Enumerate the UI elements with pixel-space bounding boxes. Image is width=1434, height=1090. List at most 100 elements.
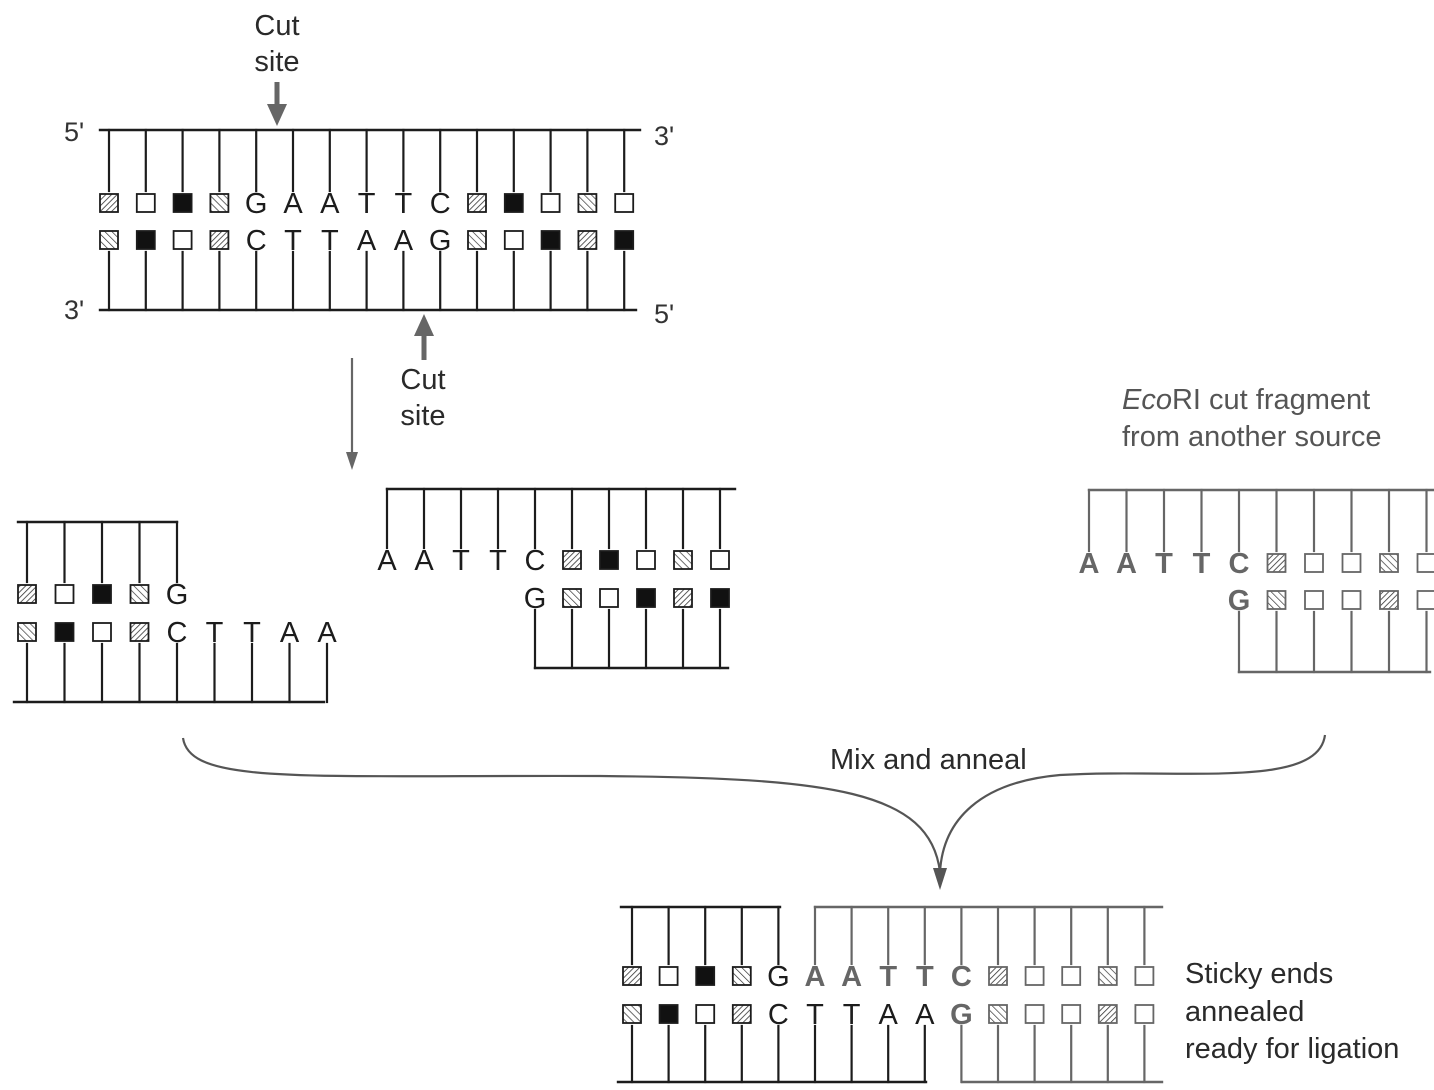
annealed-top-base-3 <box>733 967 751 985</box>
annealed-bottom-base-14 <box>1135 1005 1153 1023</box>
right-fragment-top-base-6 <box>600 551 618 569</box>
left-fragment-top-base-4: G <box>166 579 189 611</box>
left-fragment-bottom-base-1 <box>56 623 74 641</box>
annealed-bottom-base-8: A <box>915 999 935 1031</box>
annealed-bottom-base-12 <box>1062 1005 1080 1023</box>
annealed-bottom-base-9: G <box>950 999 973 1031</box>
original-bottom-base-1 <box>137 231 155 249</box>
source-label: EcoRI cut fragment from another source <box>1122 382 1382 456</box>
right-fragment-bottom-base-1 <box>563 589 581 607</box>
cut-site-label-top-text: Cut site <box>254 10 299 78</box>
annealed-bottom-base-13 <box>1099 1005 1117 1023</box>
right-fragment-top-base-7 <box>637 551 655 569</box>
annealed-top-base-0 <box>623 967 641 985</box>
process-arrowhead <box>346 452 358 470</box>
original-bottom-base-14 <box>615 231 633 249</box>
other-source-top-base-7 <box>1343 554 1361 572</box>
original-bottom-base-3 <box>210 231 228 249</box>
annealed-top-base-7: T <box>879 961 897 993</box>
original-bottom-base-7: A <box>357 225 377 257</box>
annealed-bottom-base-2 <box>696 1005 714 1023</box>
annealed-top-base-4: G <box>767 961 790 993</box>
original-top-base-2 <box>174 194 192 212</box>
annealed-top-base-1 <box>660 967 678 985</box>
left-fragment-top-base-2 <box>93 585 111 603</box>
right-fragment-bottom-base-2 <box>600 589 618 607</box>
original-top-base-13 <box>578 194 596 212</box>
original-bottom-base-11 <box>505 231 523 249</box>
mix-brace-left <box>183 738 940 872</box>
left-fragment-top-base-3 <box>131 585 149 603</box>
right-fragment-top-base-5 <box>563 551 581 569</box>
original-bottom-base-9: G <box>429 225 452 257</box>
original-bottom-base-12 <box>542 231 560 249</box>
original-top-base-11 <box>505 194 523 212</box>
five-prime-bottom-right-text: 5' <box>654 299 674 329</box>
original-top-base-12 <box>542 194 560 212</box>
other-source-top-base-9 <box>1418 554 1434 572</box>
annealed-top-base-9: C <box>951 961 972 993</box>
other-source-top-base-3: T <box>1193 548 1211 580</box>
original-top-base-9: C <box>430 188 451 220</box>
five-prime-top-left-text: 5' <box>64 117 84 147</box>
original-top-base-4: G <box>245 188 268 220</box>
original-top-base-14 <box>615 194 633 212</box>
original-bottom-base-10 <box>468 231 486 249</box>
result-label: Sticky ends annealed ready for ligation <box>1185 956 1399 1069</box>
right-fragment-bottom-base-5 <box>711 589 729 607</box>
mix-and-anneal-label: Mix and anneal <box>830 742 1027 778</box>
right-fragment-bottom-base-3 <box>637 589 655 607</box>
original-top-base-3 <box>210 194 228 212</box>
right-fragment-top-base-9 <box>711 551 729 569</box>
other-source-bottom-base-3 <box>1343 591 1361 609</box>
three-prime-top-right: 3' <box>654 120 674 154</box>
annealed-bottom-base-0 <box>623 1005 641 1023</box>
cut-site-arrowhead-bottom <box>414 314 434 336</box>
original-bottom-base-2 <box>174 231 192 249</box>
right-fragment-top-base-0: A <box>377 545 397 577</box>
other-source-bottom-base-2 <box>1305 591 1323 609</box>
annealed-bottom-base-1 <box>660 1005 678 1023</box>
annealed-bottom-base-5: T <box>806 999 824 1031</box>
annealed-bottom-base-10 <box>989 1005 1007 1023</box>
other-source-top-base-4: C <box>1229 548 1250 580</box>
result-label-text: Sticky ends annealed ready for ligation <box>1185 958 1399 1065</box>
three-prime-bottom-left: 3' <box>64 294 84 328</box>
original-top-base-0 <box>100 194 118 212</box>
five-prime-bottom-right: 5' <box>654 298 674 332</box>
other-source-bottom-base-1 <box>1268 591 1286 609</box>
right-fragment-top-base-1: A <box>414 545 434 577</box>
annealed-top-base-6: A <box>841 961 862 993</box>
annealed-top-base-8: T <box>916 961 934 993</box>
annealed-top-base-5: A <box>805 961 826 993</box>
annealed-top-base-10 <box>989 967 1007 985</box>
other-source-top-base-6 <box>1305 554 1323 572</box>
mix-and-anneal-text: Mix and anneal <box>830 744 1027 776</box>
cut-site-arrowhead-top <box>267 104 287 126</box>
original-top-base-8: T <box>395 188 413 220</box>
right-fragment-top-base-2: T <box>452 545 470 577</box>
other-source-top-base-2: T <box>1155 548 1173 580</box>
cut-site-label-bottom-text: Cut site <box>400 364 445 432</box>
right-fragment-bottom-base-0: G <box>524 583 547 615</box>
cut-site-label-bottom: Cut site <box>383 362 463 435</box>
other-source-top-base-0: A <box>1079 548 1100 580</box>
left-fragment-bottom-base-6: T <box>243 617 261 649</box>
left-fragment-bottom-base-3 <box>131 623 149 641</box>
three-prime-bottom-left-text: 3' <box>64 295 84 325</box>
left-fragment-bottom-base-4: C <box>167 617 188 649</box>
annealed-top-base-13 <box>1099 967 1117 985</box>
cut-site-label-top: Cut site <box>237 8 317 81</box>
annealed-bottom-base-7: A <box>879 999 899 1031</box>
left-fragment-bottom-base-8: A <box>317 617 337 649</box>
left-fragment-bottom-base-0 <box>18 623 36 641</box>
other-source-bottom-base-0: G <box>1228 585 1251 617</box>
original-top-base-10 <box>468 194 486 212</box>
left-fragment-top-base-0 <box>18 585 36 603</box>
right-fragment-top-base-4: C <box>525 545 546 577</box>
original-bottom-base-4: C <box>246 225 267 257</box>
right-fragment-bottom-base-4 <box>674 589 692 607</box>
